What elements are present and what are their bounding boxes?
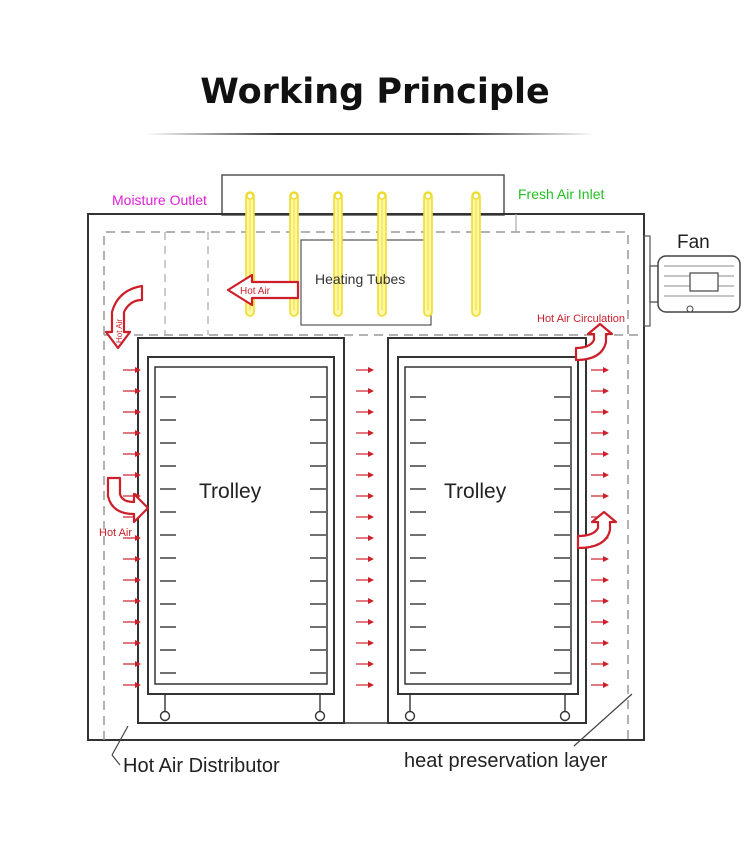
hot-air-arrow-icon bbox=[226, 273, 300, 307]
fresh-air-inlet-label: Fresh Air Inlet bbox=[518, 186, 604, 202]
heating-tube-icon bbox=[377, 191, 387, 317]
top-duct bbox=[221, 174, 505, 216]
hot-air-arrow bbox=[123, 619, 141, 625]
hot-air-arrow bbox=[591, 640, 609, 646]
trolley-right-inner bbox=[404, 366, 572, 685]
hot-air-arrow bbox=[123, 430, 141, 436]
hot-air-arrow bbox=[591, 493, 609, 499]
moisture-outlet-label: Moisture Outlet bbox=[112, 192, 207, 208]
hot-air-arrow bbox=[123, 388, 141, 394]
hot-air-arrow bbox=[356, 367, 374, 373]
heating-tubes-label: Heating Tubes bbox=[315, 271, 405, 287]
title-divider bbox=[145, 133, 595, 135]
hot-air-arrow bbox=[123, 409, 141, 415]
hot-air-arrow bbox=[356, 535, 374, 541]
hot-air-arrow bbox=[123, 367, 141, 373]
heating-tube-icon bbox=[471, 191, 481, 317]
trolley-left-inner bbox=[154, 366, 328, 685]
trolley-shelves bbox=[160, 396, 570, 674]
hot-air-arrow bbox=[356, 682, 374, 688]
hot-air-arrow bbox=[356, 640, 374, 646]
distributor-pointer bbox=[111, 725, 129, 756]
hot-air-arrow bbox=[123, 535, 141, 541]
hot-air-arrow-icon bbox=[574, 322, 614, 362]
hot-air-arrow bbox=[591, 682, 609, 688]
hot-air-arrow bbox=[356, 493, 374, 499]
hot-air-arrow bbox=[591, 619, 609, 625]
hot-air-arrow bbox=[356, 514, 374, 520]
hot-air-arrow bbox=[123, 598, 141, 604]
hot-air-arrow bbox=[356, 619, 374, 625]
hot-air-arrow bbox=[356, 451, 374, 457]
hot-air-arrow bbox=[591, 388, 609, 394]
hot-air-left-label: Hot Air bbox=[99, 527, 132, 539]
heat-preservation-layer-label: heat preservation layer bbox=[404, 750, 608, 772]
trolley-right bbox=[397, 356, 579, 695]
hot-air-arrow-icon bbox=[106, 476, 150, 524]
hot-air-arrow bbox=[356, 409, 374, 415]
hot-air-arrow bbox=[356, 556, 374, 562]
hot-air-arrow bbox=[123, 451, 141, 457]
wheel bbox=[404, 710, 416, 722]
outer-cabinet bbox=[87, 213, 645, 741]
hot-air-arrow bbox=[123, 577, 141, 583]
hot-air-arrow bbox=[591, 367, 609, 373]
hot-air-arrow bbox=[591, 472, 609, 478]
hot-air-arrow bbox=[591, 556, 609, 562]
hot-air-arrow bbox=[591, 598, 609, 604]
hot-air-arrow bbox=[123, 682, 141, 688]
hot-air-arrow bbox=[356, 430, 374, 436]
hot-air-arrow-icon bbox=[104, 284, 144, 350]
hot-air-arrow bbox=[356, 661, 374, 667]
hot-air-arrow bbox=[123, 661, 141, 667]
hot-air-flow-arrows bbox=[123, 367, 609, 688]
heating-tube-icon bbox=[423, 191, 433, 317]
hot-air-vertical-label: Hot Air bbox=[115, 319, 124, 343]
hot-air-arrow bbox=[123, 556, 141, 562]
hot-air-arrow bbox=[356, 598, 374, 604]
hot-air-arrow bbox=[591, 661, 609, 667]
hot-air-arrow-icon bbox=[576, 510, 618, 550]
trolley-wheels bbox=[159, 694, 571, 722]
wheel bbox=[314, 710, 326, 722]
hot-air-arrow bbox=[591, 577, 609, 583]
page-title: Working Principle bbox=[200, 72, 550, 112]
trolley-bay-left bbox=[137, 337, 345, 724]
wheel bbox=[159, 710, 171, 722]
layer-pointer bbox=[573, 693, 633, 747]
fan-icon bbox=[643, 235, 741, 327]
hot-air-arrow bbox=[123, 472, 141, 478]
hot-air-arrow bbox=[591, 451, 609, 457]
trolley-right-label: Trolley bbox=[444, 480, 507, 503]
hot-air-arrow bbox=[356, 577, 374, 583]
trolley-left bbox=[147, 356, 335, 695]
fan-label: Fan bbox=[677, 232, 710, 253]
hot-air-arrow bbox=[123, 640, 141, 646]
hot-air-top-label: Hot Air bbox=[240, 286, 271, 297]
hot-air-arrow bbox=[356, 472, 374, 478]
heating-tube-icon bbox=[333, 191, 343, 317]
wheel bbox=[559, 710, 571, 722]
hot-air-distributor-label: Hot Air Distributor bbox=[123, 755, 280, 777]
hot-air-circulation-label: Hot Air Circulation bbox=[537, 313, 625, 325]
trolley-left-label: Trolley bbox=[199, 480, 262, 503]
hot-air-arrow bbox=[356, 388, 374, 394]
hot-air-arrow bbox=[591, 430, 609, 436]
trolley-bay-right bbox=[387, 337, 587, 724]
hot-air-arrow bbox=[591, 409, 609, 415]
distributor-pointer bbox=[111, 754, 121, 766]
insulation-wall bbox=[103, 231, 629, 740]
